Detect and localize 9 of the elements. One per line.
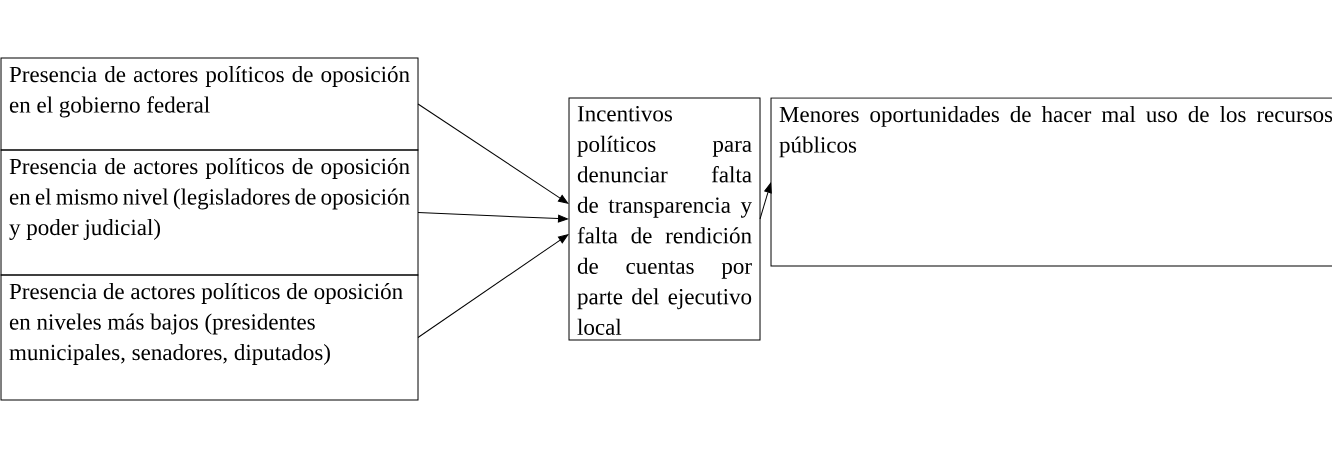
text-box: Presencia de actores políticos de oposición en el mismo nivel (legisladores de oposición y poder judicial) xyxy=(0,149,419,276)
arrow xyxy=(417,103,569,204)
arrow xyxy=(417,234,569,338)
text-box: Incentivos políticos para denunciar falta de transparencia y falta de rendición de cuentas por parte del ejecutivo local xyxy=(568,97,761,341)
text-box: Presencia de actores políticos de oposición en niveles más bajos (presidentes municipales, senadores, diputados) xyxy=(0,274,419,401)
text-box: Menores oportunidades de hacer mal uso de los recursos públicos xyxy=(770,97,1332,267)
text-box: Presencia de actores políticos de oposición en el gobierno federal xyxy=(0,57,419,151)
arrow xyxy=(417,212,569,223)
arrow xyxy=(759,182,772,220)
